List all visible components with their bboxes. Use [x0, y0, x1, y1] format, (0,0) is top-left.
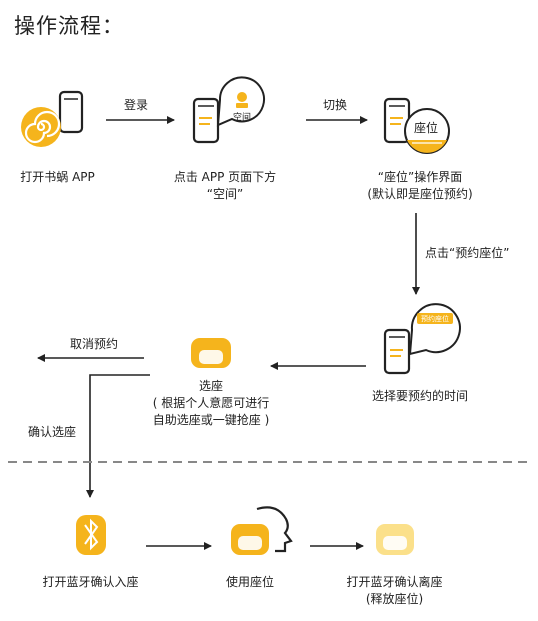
caption-space-line2: “空间”	[206, 187, 244, 201]
caption-select-seat: 选座 ( 根据个人意愿可进行 自助选座或一键抢座 )	[146, 378, 276, 429]
caption-seat-ui: “座位”操作界面 (默认即是座位预约)	[350, 169, 490, 203]
caption-use-seat: 使用座位	[225, 575, 274, 589]
chair-select-icon	[191, 338, 231, 368]
label-switch: 切换	[323, 98, 348, 112]
caption-bt-leave-line2: (释放座位)	[365, 592, 424, 606]
caption-space: 点击 APP 页面下方 “空间”	[160, 169, 290, 203]
space-bubble-text: 空间	[233, 113, 252, 123]
bluetooth-icon	[76, 515, 106, 555]
label-click-reserve: 点击“预约座位”	[425, 246, 510, 260]
label-confirm-select: 确认选座	[28, 425, 77, 439]
caption-seat-ui-line2: (默认即是座位预约)	[367, 187, 473, 201]
caption-bt-leave: 打开蓝牙确认离座 (释放座位)	[332, 574, 457, 608]
label-login: 登录	[124, 98, 149, 112]
caption-bt-enter: 打开蓝牙确认入座	[42, 575, 139, 589]
caption-choose-time: 选择要预约的时间	[371, 389, 468, 403]
arrow-confirm-select	[86, 374, 150, 498]
caption-bt-leave-line1: 打开蓝牙确认离座	[346, 575, 443, 589]
label-cancel: 取消预约	[70, 337, 119, 351]
seat-bubble-text: 座位	[414, 121, 439, 135]
phone-space-icon	[192, 76, 265, 144]
phone-reserve-icon	[383, 303, 461, 375]
caption-seat-ui-line1: “座位”操作界面	[377, 170, 463, 184]
snail-app-icon	[21, 90, 84, 147]
caption-open-app: 打开书蜗 APP	[20, 170, 95, 184]
caption-space-line1: 点击 APP 页面下方	[173, 170, 277, 184]
person-seat-icon	[231, 506, 293, 555]
diagram-title: 操作流程：	[14, 14, 124, 38]
caption-select-seat-note1: ( 根据个人意愿可进行	[152, 396, 270, 410]
chair-leave-icon	[376, 524, 414, 555]
reserve-bubble-text: 预约座位	[421, 315, 449, 323]
caption-select-seat-note2: 自助选座或一键抢座 )	[152, 413, 270, 427]
phone-seat-icon	[383, 97, 450, 154]
caption-select-seat-title: 选座	[198, 379, 223, 393]
